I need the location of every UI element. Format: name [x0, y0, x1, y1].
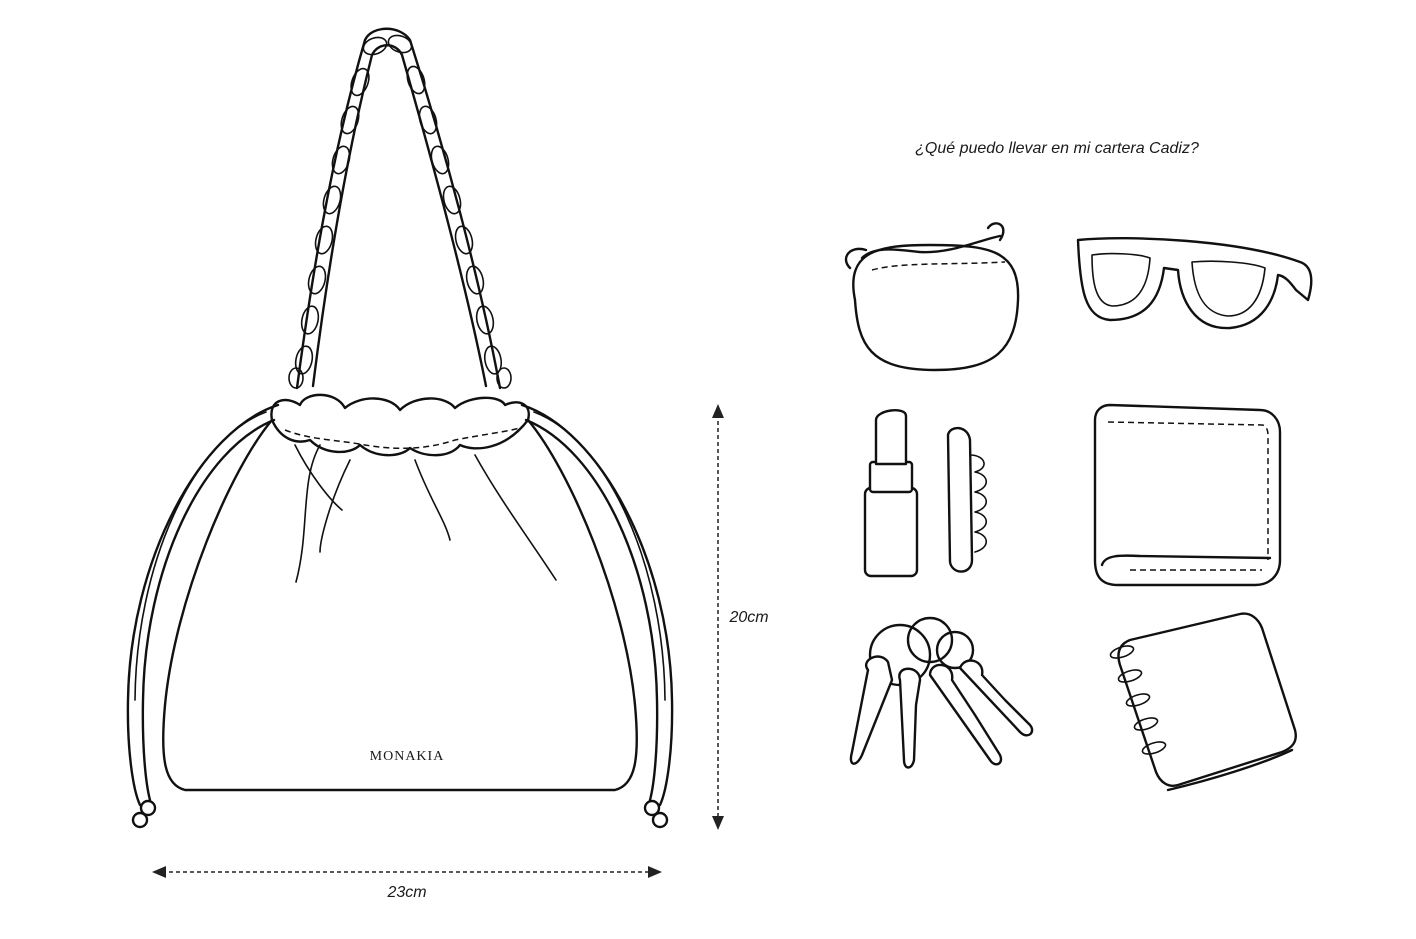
bag-ruffle: [270, 393, 557, 583]
sunglasses-icon: [1076, 237, 1313, 330]
height-dimension: [712, 404, 724, 830]
bag-illustration: MONAKIA 23cm 20cm: [126, 27, 769, 901]
height-label: 20cm: [728, 609, 768, 626]
comb-shape: [946, 426, 988, 573]
width-label: 23cm: [386, 884, 426, 901]
chain-strap: [288, 27, 512, 390]
coin-purse-icon: [844, 222, 1020, 372]
keys-icon: [849, 616, 1034, 769]
drawstring-cords: [126, 403, 674, 829]
width-dimension: [152, 866, 662, 878]
lipstick-and-comb-icon: [863, 409, 988, 578]
notebook-icon: [1109, 612, 1297, 792]
brand-label: MONAKIA: [370, 749, 445, 764]
bag-body: [162, 418, 638, 792]
contents-title: ¿Qué puedo llevar en mi cartera Cadiz?: [915, 140, 1199, 157]
wallet-icon: [1093, 403, 1282, 587]
